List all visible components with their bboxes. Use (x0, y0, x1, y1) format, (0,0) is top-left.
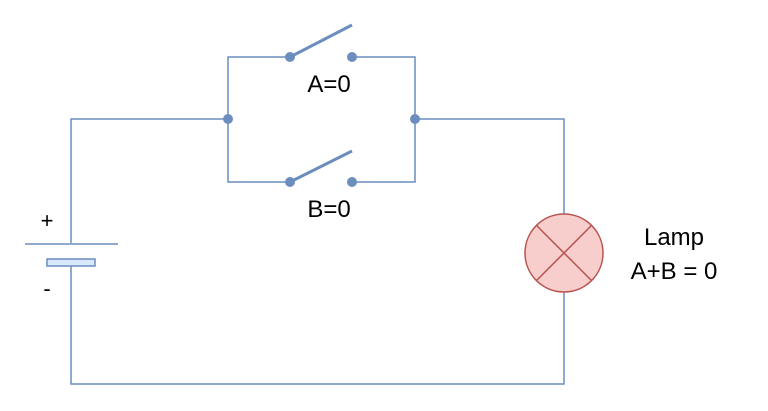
lamp-cross (535, 224, 593, 282)
lamp-expression: A+B = 0 (631, 258, 718, 285)
switch-b-contact (347, 177, 357, 187)
battery-negative-plate (46, 258, 96, 267)
switch-b: B=0 (285, 149, 357, 223)
lamp-label: Lamp (644, 224, 704, 251)
wire-right-top (415, 118, 565, 214)
switch-a-contact (347, 52, 357, 62)
switch-a-blade (289, 23, 353, 59)
switch-a-label: A=0 (307, 71, 350, 98)
wire-left-top (70, 118, 228, 243)
branch-a-wire (227, 56, 416, 119)
battery: + - (25, 208, 118, 301)
switch-a-pivot (285, 52, 295, 62)
battery-minus-label: - (43, 276, 50, 301)
wire-bottom (70, 266, 565, 385)
lamp: Lamp A+B = 0 (524, 213, 718, 293)
switch-b-blade (289, 149, 353, 184)
junction-left (223, 114, 233, 124)
junction-right (410, 114, 420, 124)
battery-plus-label: + (41, 208, 54, 233)
switch-b-label: B=0 (307, 196, 350, 223)
switch-a: A=0 (285, 23, 357, 98)
branch-b-wire (227, 119, 416, 183)
switch-b-pivot (285, 177, 295, 187)
